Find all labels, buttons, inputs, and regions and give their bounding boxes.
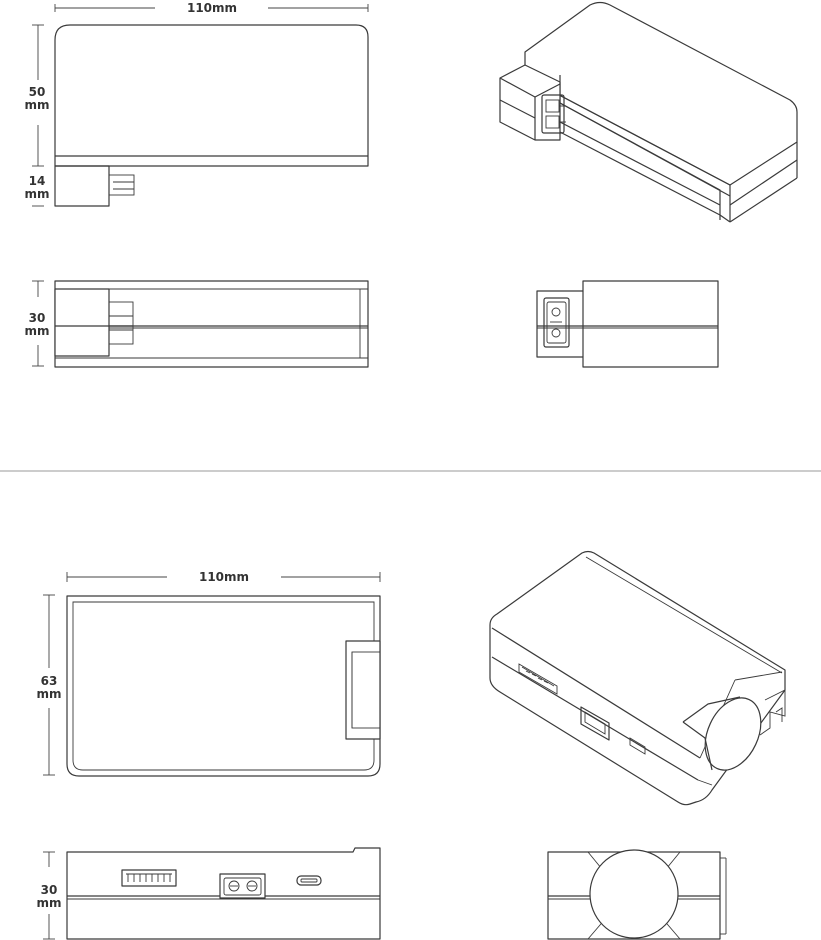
product-b-depth-unit: mm [36,896,61,910]
product-a-height-unit: mm [24,98,49,112]
product-b-side-view: 30 mm [36,847,381,940]
product-b: 110mm 63 mm [36,550,786,940]
product-a-depth-unit: mm [24,324,49,338]
usb-port-icon [296,875,322,886]
product-b-width-label: 110mm [199,570,249,584]
product-a-height-dimension: 50 mm 14 mm [24,24,50,207]
product-a-connector-unit: mm [24,187,49,201]
product-b-height-unit: mm [36,687,61,701]
product-a-depth-value: 30 [29,311,46,325]
product-a-iso-view [499,1,798,223]
product-a-end-view [536,280,719,368]
product-a-connector-value: 14 [29,174,46,188]
dial-icon [589,849,679,939]
connector-port-icon [121,869,177,887]
product-a-height-value: 50 [29,85,46,99]
product-b-front-view [66,595,381,777]
product-b-end-view [547,849,727,940]
product-b-iso-view [489,550,786,806]
product-b-width-dimension: 110mm [66,570,381,584]
product-a-width-label: 110mm [187,1,237,15]
product-a-front-view [54,24,369,207]
product-b-depth-value: 30 [41,883,58,897]
product-a-top-view: 30 mm [24,280,369,368]
product-a-width-dimension: 110mm [54,1,369,15]
product-b-height-dimension: 63 mm [36,594,62,776]
product-b-height-value: 63 [41,674,58,688]
product-a: 110mm 50 mm 14 mm [24,1,798,368]
